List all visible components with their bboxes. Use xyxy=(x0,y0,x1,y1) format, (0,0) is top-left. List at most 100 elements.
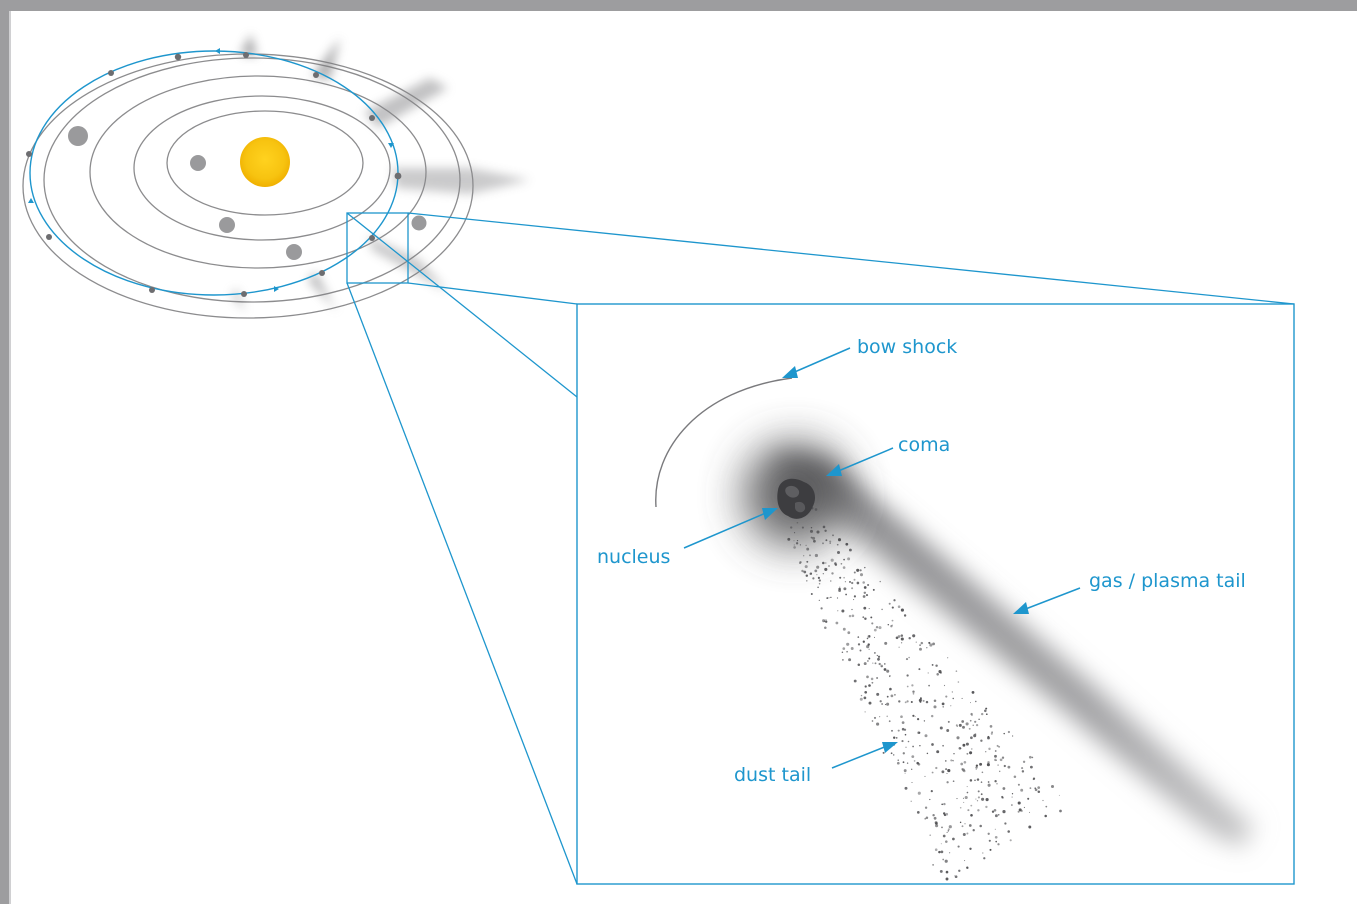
dust-particle xyxy=(952,760,954,762)
dust-particle xyxy=(851,614,855,618)
dust-particle xyxy=(836,543,839,546)
dust-particle xyxy=(1042,799,1044,802)
dust-particle xyxy=(959,807,962,809)
dust-particle xyxy=(972,829,975,832)
dust-particle xyxy=(877,657,880,661)
dust-particle xyxy=(838,589,841,592)
dust-particle xyxy=(976,778,980,781)
dust-particle xyxy=(948,825,952,829)
dust-particle xyxy=(831,572,834,575)
dust-particle xyxy=(1050,784,1055,789)
dust-particle xyxy=(947,769,951,773)
dust-particle xyxy=(875,625,879,629)
dust-particle xyxy=(941,803,944,806)
dust-particle xyxy=(970,736,973,740)
dust-particle xyxy=(804,565,808,569)
dust-particle xyxy=(851,581,854,585)
dust-particle xyxy=(953,753,955,755)
dust-particle xyxy=(902,761,905,764)
dust-particle xyxy=(868,657,871,660)
dust-particle xyxy=(839,576,842,579)
dust-particle xyxy=(830,580,832,582)
dust-particle xyxy=(1032,778,1034,781)
dust-particle xyxy=(806,547,810,551)
dust-particle xyxy=(1013,775,1017,778)
dust-particle xyxy=(963,760,967,764)
dust-particle xyxy=(950,705,952,707)
dust-particle xyxy=(930,790,933,793)
dust-particle xyxy=(941,702,945,706)
dust-particle xyxy=(924,775,926,777)
coma-label: coma xyxy=(898,434,950,456)
dust-particle xyxy=(940,850,944,854)
dust-particle xyxy=(1017,801,1021,805)
dust-particle xyxy=(851,608,853,611)
left-frame-bar xyxy=(0,11,9,904)
dust-particle xyxy=(975,768,977,771)
dust-particle xyxy=(801,526,804,529)
dust-particle xyxy=(1037,790,1041,793)
dust-particle xyxy=(979,824,982,828)
dust-particle xyxy=(868,701,872,705)
dust-particle xyxy=(970,813,973,817)
dust-particle xyxy=(1018,808,1022,812)
dust-particle xyxy=(936,673,939,676)
dust-particle xyxy=(932,642,935,646)
dust-particle xyxy=(928,684,930,687)
dust-particle xyxy=(974,720,977,723)
dust-particle xyxy=(822,573,824,575)
dust-particle xyxy=(882,751,885,754)
dust-particle xyxy=(942,812,946,815)
dust-particle xyxy=(868,608,870,610)
dust-particle xyxy=(842,627,846,631)
dust-particle xyxy=(818,599,820,602)
dust-particle xyxy=(1058,794,1060,796)
dust-particle xyxy=(870,616,873,619)
dust-particle xyxy=(940,843,942,845)
dust-particle xyxy=(900,715,903,719)
dust-particle xyxy=(968,727,971,730)
dust-particle xyxy=(1007,730,1011,734)
dust-particle xyxy=(874,662,877,665)
dust-particle xyxy=(846,650,848,653)
dust-particle xyxy=(812,577,815,580)
dust-particle xyxy=(868,684,871,687)
dust-particle xyxy=(1020,788,1024,792)
sun xyxy=(240,137,290,187)
dust-particle xyxy=(942,744,944,747)
planets xyxy=(68,126,427,260)
dust-particle xyxy=(901,721,905,724)
dust-particle xyxy=(866,645,870,649)
dust-particle xyxy=(991,731,993,734)
dust-particle xyxy=(987,736,990,740)
dust-particle xyxy=(853,595,857,598)
dust-particle xyxy=(945,870,949,874)
dust-particle xyxy=(863,696,867,700)
dust-particle xyxy=(873,628,877,632)
dust-particle xyxy=(1044,814,1047,818)
planet-5 xyxy=(411,215,427,231)
dust-tail-label: dust tail xyxy=(734,764,811,786)
dust-particle xyxy=(837,610,839,612)
dust-particle xyxy=(887,623,890,626)
dust-particle xyxy=(839,586,841,588)
dust-particle xyxy=(806,560,809,563)
dust-particle xyxy=(849,580,851,583)
dust-particle xyxy=(1009,839,1012,842)
dust-particle xyxy=(796,540,799,542)
dust-particle xyxy=(872,662,874,664)
dust-particle xyxy=(1028,755,1032,759)
dust-particle xyxy=(985,798,989,802)
dust-particle xyxy=(952,780,955,783)
orbit-2 xyxy=(133,95,391,241)
dust-particle xyxy=(822,561,825,565)
dust-particle xyxy=(961,825,964,828)
dust-particle xyxy=(906,700,909,703)
dust-particle xyxy=(947,830,950,832)
dust-particle xyxy=(877,655,881,658)
dust-particle xyxy=(945,695,948,698)
dust-particle xyxy=(908,656,910,659)
planet-3 xyxy=(286,244,302,260)
dust-particle xyxy=(912,714,915,717)
dust-particle xyxy=(1020,809,1023,813)
